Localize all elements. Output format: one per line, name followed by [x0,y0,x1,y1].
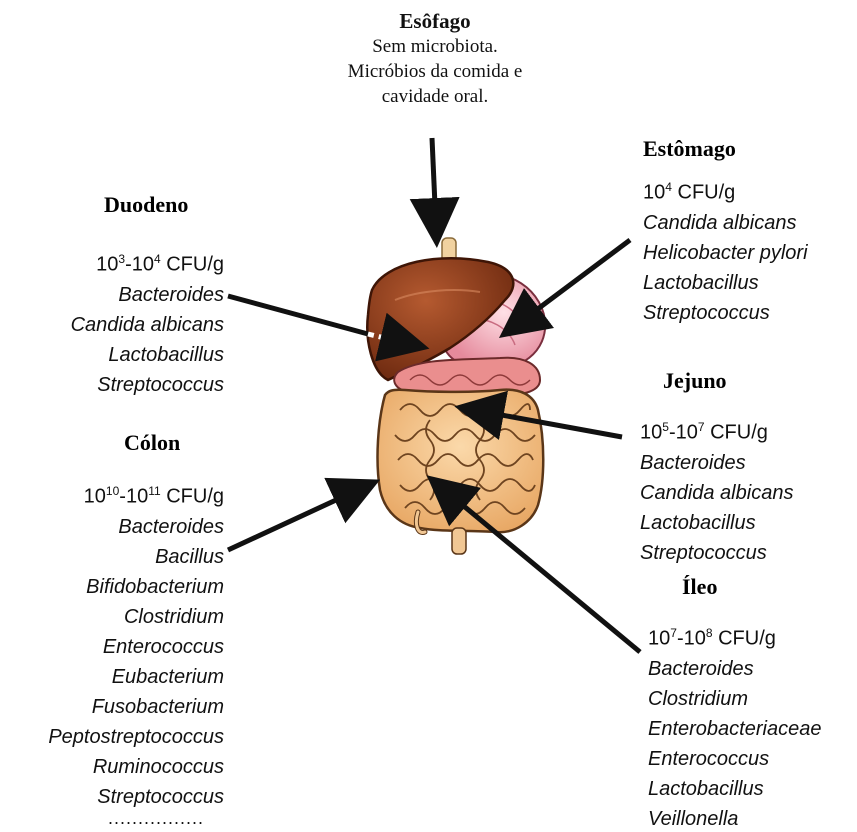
ileo-organism: Clostridium [648,684,821,714]
duodeno-organism: Streptococcus [71,370,224,400]
ileo-info: 107-108 CFU/g Bacteroides Clostridium En… [648,618,821,832]
arrow-estomago [515,240,630,326]
rectum-shape [452,528,466,554]
jejuno-organism: Streptococcus [640,538,793,568]
duodeno-count: 103-104 CFU/g [71,244,224,280]
duodeno-organism: Bacteroides [71,280,224,310]
estomago-organism: Streptococcus [643,298,808,328]
jejuno-info: 105-107 CFU/g Bacteroides Candida albica… [640,412,793,568]
colon-organism: Ruminococcus [48,752,224,782]
ileo-organism: Veillonella [648,804,821,832]
colon-organism: Bacteroides [48,512,224,542]
esofago-line-1: Sem microbiota. [300,34,570,59]
ileo-organism: Lactobacillus [648,774,821,804]
estomago-organism: Lactobacillus [643,268,808,298]
jejuno-count: 105-107 CFU/g [640,412,793,448]
colon-count: 1010-1011 CFU/g [48,476,224,512]
ileo-organism: Enterococcus [648,744,821,774]
arrow-duodeno [228,296,368,334]
colon-more-dots: ................ [108,808,204,829]
jejuno-title: Jejuno [663,368,727,394]
esofago-label: Esôfago Sem microbiota. Micróbios da com… [300,8,570,109]
esofago-title: Esôfago [300,8,570,34]
duodeno-info: 103-104 CFU/g Bacteroides Candida albica… [71,244,224,400]
arrow-ileo [442,488,640,652]
duodeno-organism: Candida albicans [71,310,224,340]
ileo-count: 107-108 CFU/g [648,618,821,654]
colon-organism: Bacillus [48,542,224,572]
colon-organism: Clostridium [48,602,224,632]
ileo-title: Íleo [682,574,717,600]
esofago-line-3: cavidade oral. [300,84,570,109]
colon-organism: Peptostreptococcus [48,722,224,752]
arrow-colon [228,488,362,550]
colon-info: 1010-1011 CFU/g Bacteroides Bacillus Bif… [48,476,224,812]
colon-organism: Bifidobacterium [48,572,224,602]
jejuno-organism: Lactobacillus [640,508,793,538]
colon-organism: Eubacterium [48,662,224,692]
ileo-organism: Enterobacteriaceae [648,714,821,744]
duodeno-title: Duodeno [104,192,188,218]
estomago-title: Estômago [643,136,736,162]
jejuno-organism: Bacteroides [640,448,793,478]
estomago-info: 104 CFU/g Candida albicans Helicobacter … [643,172,808,328]
estomago-count: 104 CFU/g [643,172,808,208]
colon-title: Cólon [124,430,180,456]
jejuno-organism: Candida albicans [640,478,793,508]
ileo-organism: Bacteroides [648,654,821,684]
colon-organism: Enterococcus [48,632,224,662]
estomago-organism: Helicobacter pylori [643,238,808,268]
colon-organism: Fusobacterium [48,692,224,722]
arrow-esofago [432,138,436,228]
duodeno-organism: Lactobacillus [71,340,224,370]
estomago-organism: Candida albicans [643,208,808,238]
esofago-line-2: Micróbios da comida e [300,59,570,84]
